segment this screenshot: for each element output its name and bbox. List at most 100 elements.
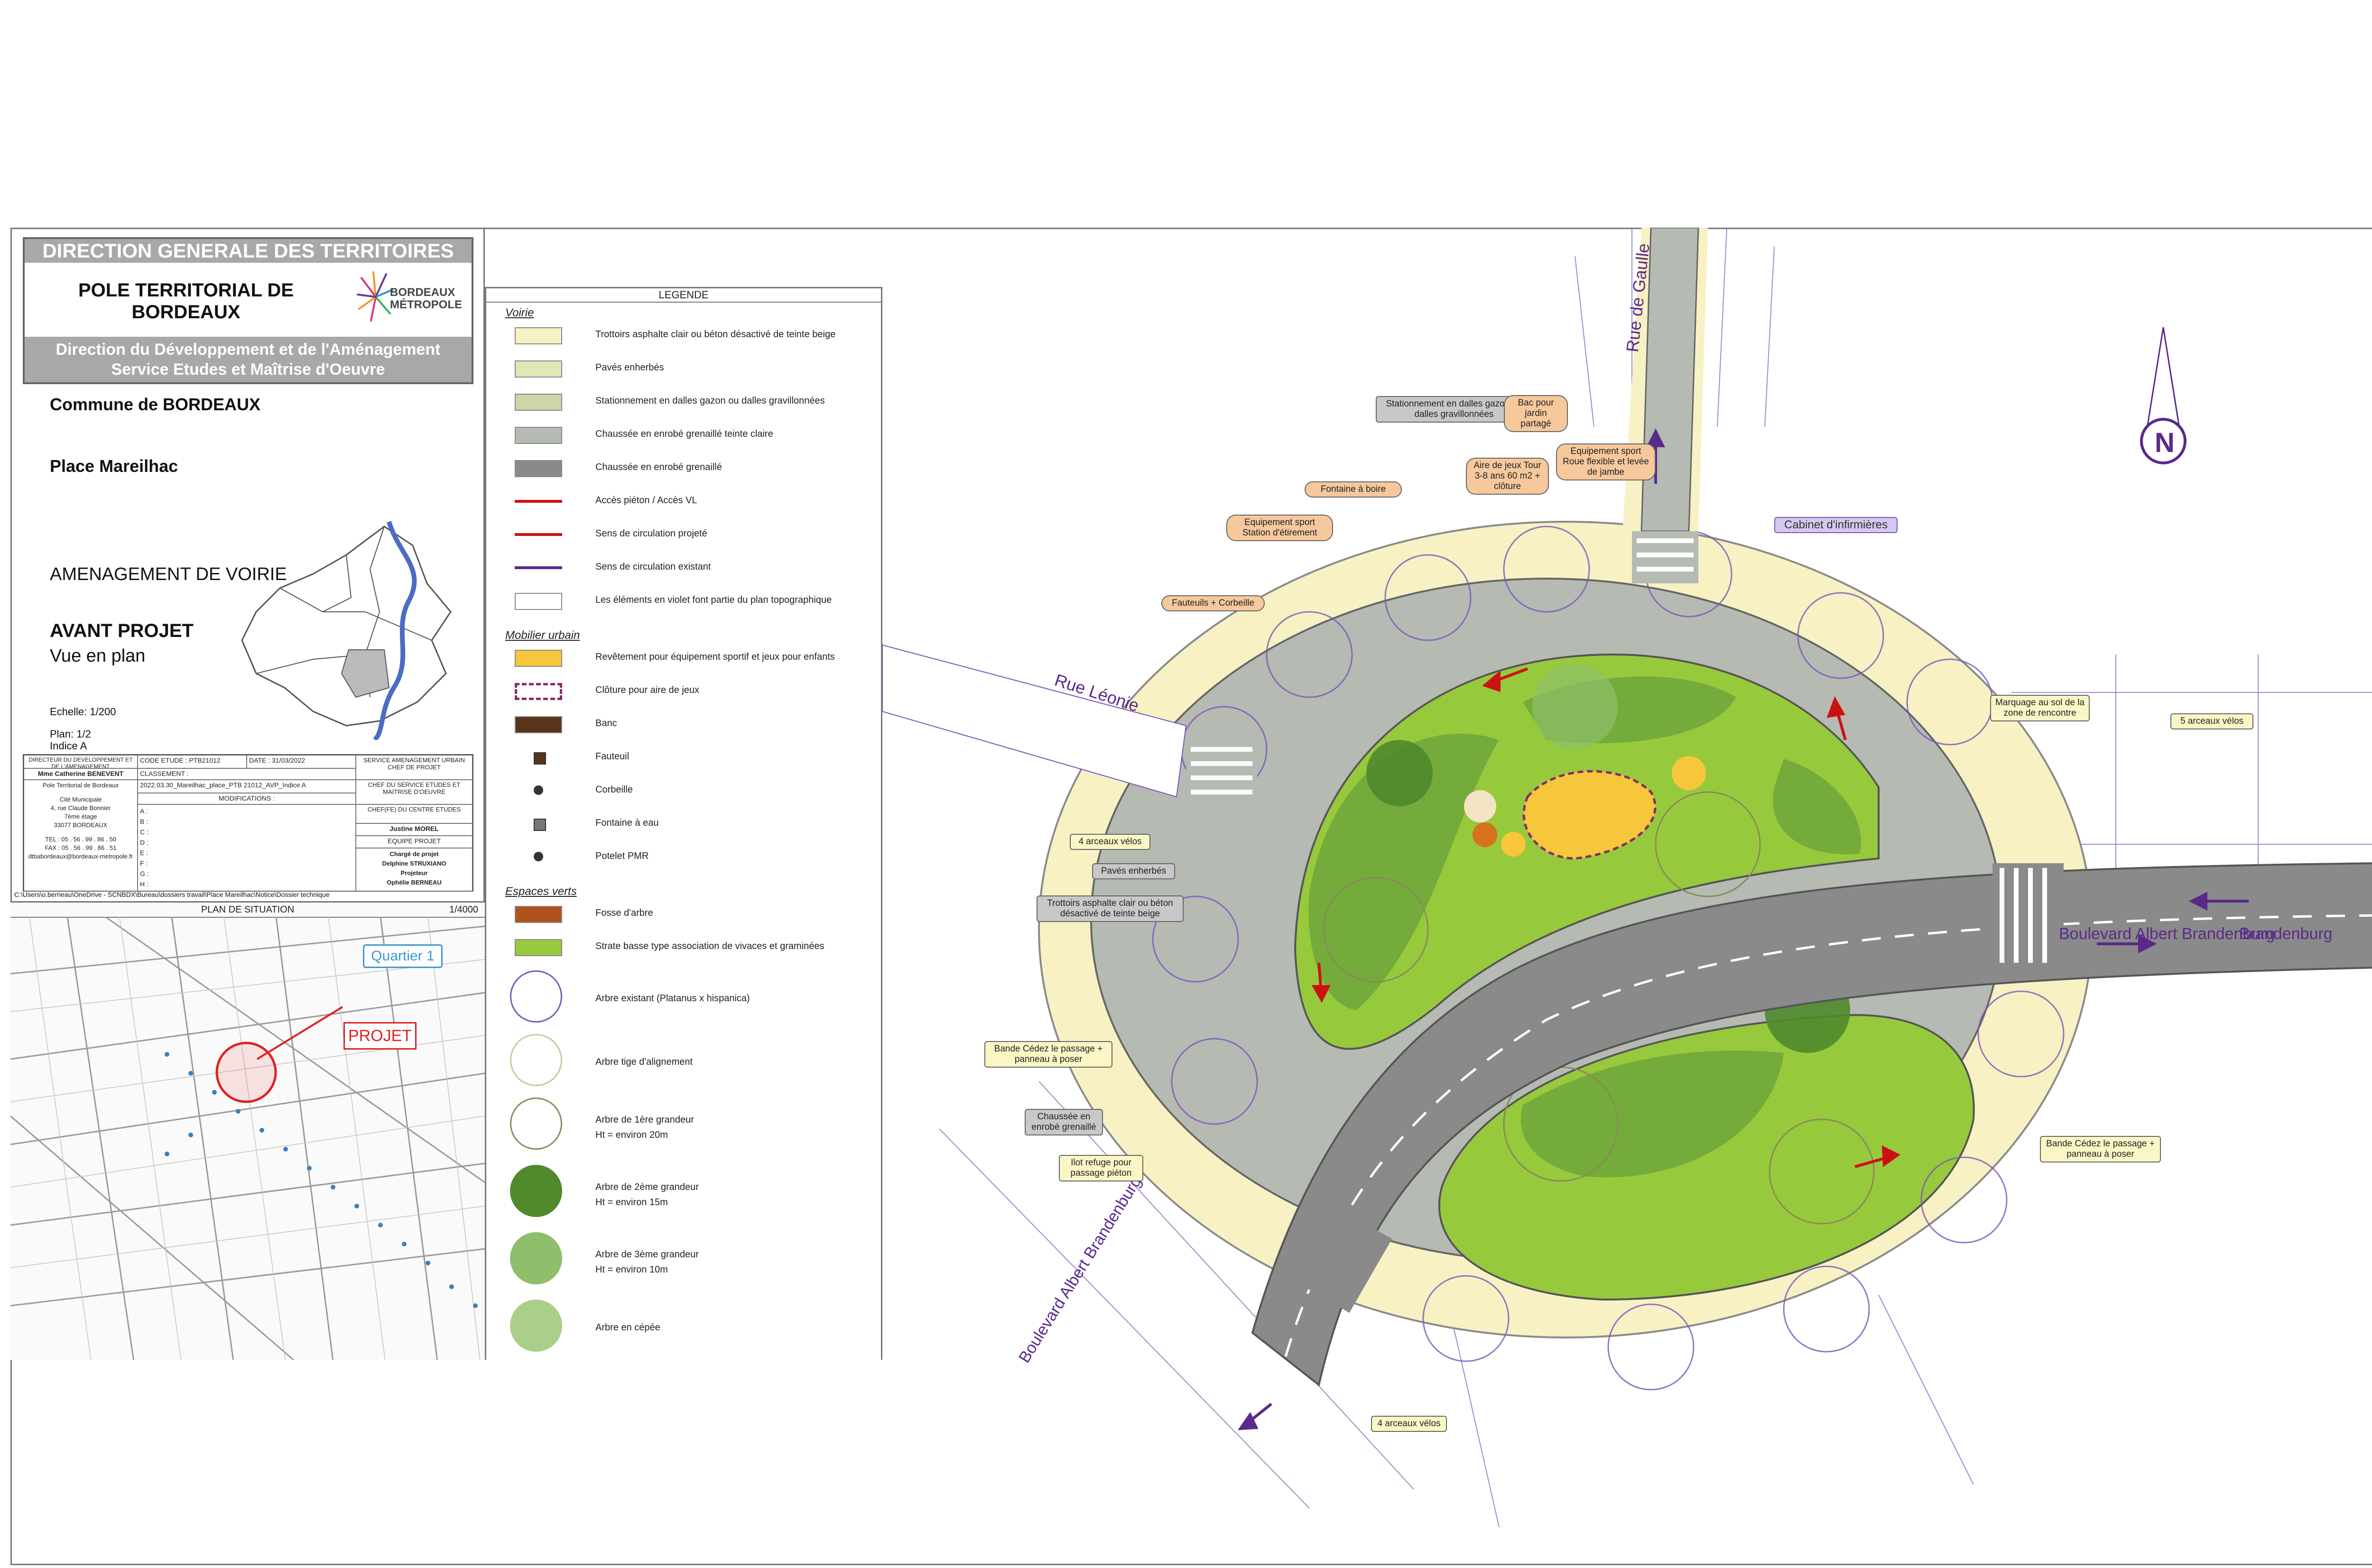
modification-row: D : <box>140 839 148 846</box>
callout-arceaux-4-south: 4 arceaux vélos <box>1371 1416 1447 1432</box>
project-info-table: DIRECTEUR DU DEVELOPPEMENT ET DE L'AMENA… <box>23 754 473 892</box>
legend-symbol <box>510 1034 562 1086</box>
legend-symbol <box>534 785 543 795</box>
legend-symbol <box>534 819 546 831</box>
legend-row: Les éléments en violet font partie du pl… <box>505 591 875 624</box>
director-heading: DIRECTEUR DU DEVELOPPEMENT ET DE L'AMENA… <box>24 755 138 768</box>
callout-cedez-east: Bande Cédez le passage + panneau à poser <box>2040 1136 2161 1162</box>
commune-label: Commune de BORDEAUX <box>50 395 261 414</box>
place-label: Place Mareilhac <box>50 456 178 476</box>
street-boulevard-east: Boulevard Albert Brandenburg <box>2059 925 2275 943</box>
legend-row: Fauteuil <box>505 747 875 781</box>
legend-label: Banc <box>595 718 617 729</box>
legend-label: Strate basse type association de vivaces… <box>595 941 825 951</box>
legend-symbol <box>515 593 562 610</box>
modification-row: A : <box>140 807 148 815</box>
file-path: C:\Users\o.berneau\OneDrive - SCNBDX\Bur… <box>14 891 330 898</box>
legend-symbol <box>510 1098 562 1150</box>
legend-row: Arbre de 1ère grandeur Ht = environ 20m <box>505 1098 875 1158</box>
service-line-1: Direction du Développement et de l'Aména… <box>56 341 441 359</box>
legend-symbol <box>515 716 562 733</box>
modifications-list: A : B : C : D : E : F : G : H : <box>138 804 356 892</box>
code-etude: CODE ETUDE : PTB21012 <box>138 755 247 768</box>
situation-scale: 1/4000 <box>449 904 478 915</box>
callout-aire-de-jeux: Aire de jeux Tour 3-8 ans 60 m2 + clôtur… <box>1466 458 1549 495</box>
legend-sublabel: Ht = environ 20m <box>595 1130 668 1140</box>
date: DATE : 31/03/2022 <box>247 755 356 768</box>
legend-row: Chaussée en enrobé grenaillé <box>505 458 875 491</box>
legend-label: Arbre de 1ère grandeur <box>595 1115 694 1125</box>
legend-section-heading: Voirie <box>505 306 534 319</box>
legend-symbol <box>515 427 562 444</box>
legend-label: Revêtement pour équipement sportif et je… <box>595 652 835 662</box>
file-name: 2022.03.30_Mareilhac_place_PTB 21012_AVP… <box>138 780 356 793</box>
address-line: 33077 BORDEAUX <box>54 821 108 829</box>
address-line: 7ème étage <box>64 813 97 820</box>
legend-row: Sens de circulation projeté <box>505 525 875 558</box>
service-line-2: Service Etudes et Maîtrise d'Oeuvre <box>111 360 385 378</box>
legend-symbol <box>515 650 562 667</box>
chief-heading: CHEF DU SERVICE ETUDES ET MAITRISE D'OEU… <box>356 780 473 804</box>
address-line: Pole Territorial de Bordeaux <box>42 782 119 789</box>
view-label: Vue en plan <box>50 646 146 666</box>
legend-label: Arbre de 3ème grandeur <box>595 1249 699 1260</box>
legend-section-heading: Mobilier urbain <box>505 629 580 642</box>
situation-plan: PLAN DE SITUATION 1/4000 Quartier 1 PROJ… <box>10 901 485 1360</box>
legend-symbol <box>515 394 562 411</box>
legend-label: Corbeille <box>595 784 633 795</box>
legend-symbol <box>534 752 546 765</box>
legend-symbol <box>515 566 562 569</box>
team-row: Ophélie BERNEAU <box>387 879 442 886</box>
legend-symbol <box>510 1300 562 1352</box>
scale-label: Echelle: 1/200 <box>50 706 116 718</box>
plan-number: Plan: 1/2 <box>50 728 91 740</box>
director-name: Mme Catherine BENEVENT <box>24 768 138 780</box>
legend-label: Potelet PMR <box>595 851 649 861</box>
legend-symbol <box>515 460 562 477</box>
legend-symbol <box>515 500 562 503</box>
site-plan: N Rue de Gaulle Rue Léonie Boulevard Alb… <box>882 228 2372 1565</box>
callout-cedez-west: Bande Cédez le passage + panneau à poser <box>984 1041 1112 1068</box>
legend-row: Fontaine à eau <box>505 814 875 847</box>
legend-row: Potelet PMR <box>505 847 875 880</box>
legend-symbol <box>510 1232 562 1284</box>
callout-arceaux-4-west: 4 arceaux vélos <box>1070 834 1150 850</box>
legend-row: Trottoirs asphalte clair ou béton désact… <box>505 325 875 359</box>
legend-label: Trottoirs asphalte clair ou béton désact… <box>595 329 836 340</box>
callout-equipement-roue: Equipement sport Roue flexible et levée … <box>1556 443 1656 480</box>
pole-title: POLE TERRITORIAL DE BORDEAUX <box>78 280 294 323</box>
centre-heading: CHEF(FE) DU CENTRE ETUDES <box>356 804 473 823</box>
legend-label: Pavés enherbés <box>595 362 664 373</box>
legend-row: Pavés enherbés <box>505 359 875 392</box>
legend-row: Arbre existant (Platanus x hispanica) <box>505 970 875 1027</box>
legend-label: Fauteuil <box>595 751 630 762</box>
quartier-badge: Quartier 1 <box>363 944 443 968</box>
bordeaux-metropole-logo <box>357 271 393 322</box>
legend-row: Sens de circulation existant <box>505 558 875 591</box>
legend-symbol <box>510 970 562 1023</box>
centre-name: Justine MOREL <box>356 823 473 836</box>
legend-row: Clôture pour aire de jeux <box>505 681 875 714</box>
callout-marquage: Marquage au sol de la zone de rencontre <box>1990 695 2090 721</box>
legend-label: Sens de circulation existant <box>595 562 711 572</box>
legend-label: Arbre tige d'alignement <box>595 1057 693 1067</box>
legend-row: Fosse d'arbre <box>505 904 875 937</box>
callout-arceaux-5: 5 arceaux vélos <box>2170 713 2253 729</box>
legend-title: LEGENDE <box>486 288 881 303</box>
team-heading: EQUIPE PROJET <box>356 836 473 848</box>
legend-label: Les éléments en violet font partie du pl… <box>595 595 832 605</box>
modification-row: E : <box>140 849 148 857</box>
callout-ilot: Ilot refuge pour passage piéton <box>1059 1155 1143 1181</box>
legend-label: Arbre de 2ème grandeur <box>595 1182 699 1192</box>
service-heading: SERVICE AMENAGEMENT URBAIN CHEF DE PROJE… <box>356 755 473 780</box>
legend-label: Arbre en cépée <box>595 1322 660 1333</box>
address-line: dtbabordeaux@bordeaux-metropole.fr <box>28 853 133 860</box>
legend-label: Fontaine à eau <box>595 818 659 828</box>
callout-cabinet: Cabinet d'infirmières <box>1774 517 1898 533</box>
title-block-column <box>10 228 485 1360</box>
legend-row: Chaussée en enrobé grenaillé teinte clai… <box>505 425 875 458</box>
legend-symbol <box>515 327 562 344</box>
team-list: Chargé de projet Delphine STRUXIANO Proj… <box>356 848 473 892</box>
